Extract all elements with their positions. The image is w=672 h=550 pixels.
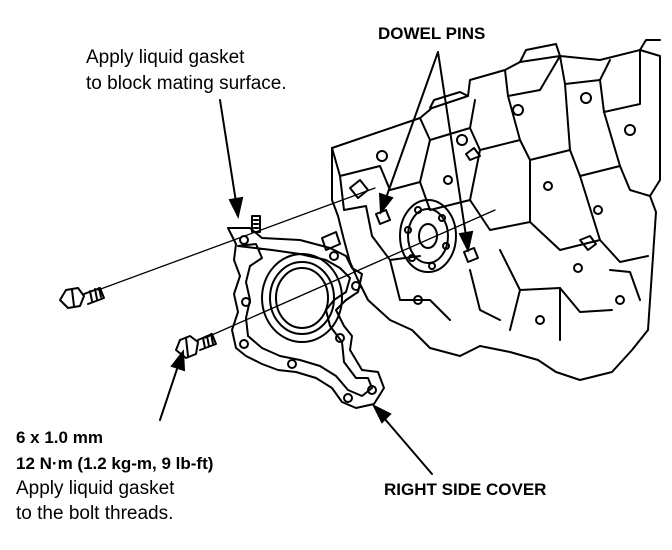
bolt-size-label: 6 x 1.0 mm <box>16 428 103 447</box>
alignment-lines <box>97 187 496 339</box>
lower-bolt <box>175 333 217 359</box>
crankshaft-flange <box>399 199 457 273</box>
upper-bolt <box>59 287 105 309</box>
dowel-pin-arrow-right <box>437 51 474 253</box>
right-side-cover-arrow <box>371 403 433 475</box>
bolt-threads-arrow <box>159 349 186 421</box>
gasket-threads-label-line1: Apply liquid gasket <box>16 478 175 499</box>
gasket-surface-arrow <box>219 99 244 219</box>
gasket-threads-label-line2: to the bolt threads. <box>16 503 174 524</box>
right-side-cover <box>227 215 385 409</box>
gasket-block-label-line1: Apply liquid gasket <box>86 47 245 68</box>
dowel-pin-arrow-left <box>378 51 439 215</box>
dowel-pins-label: DOWEL PINS <box>378 24 486 43</box>
right-side-cover-label: RIGHT SIDE COVER <box>384 480 547 499</box>
engine-block <box>331 39 661 381</box>
gasket-block-label-line2: to block mating surface. <box>86 73 287 94</box>
torque-spec-label: 12 N·m (1.2 kg-m, 9 lb-ft) <box>16 454 214 473</box>
